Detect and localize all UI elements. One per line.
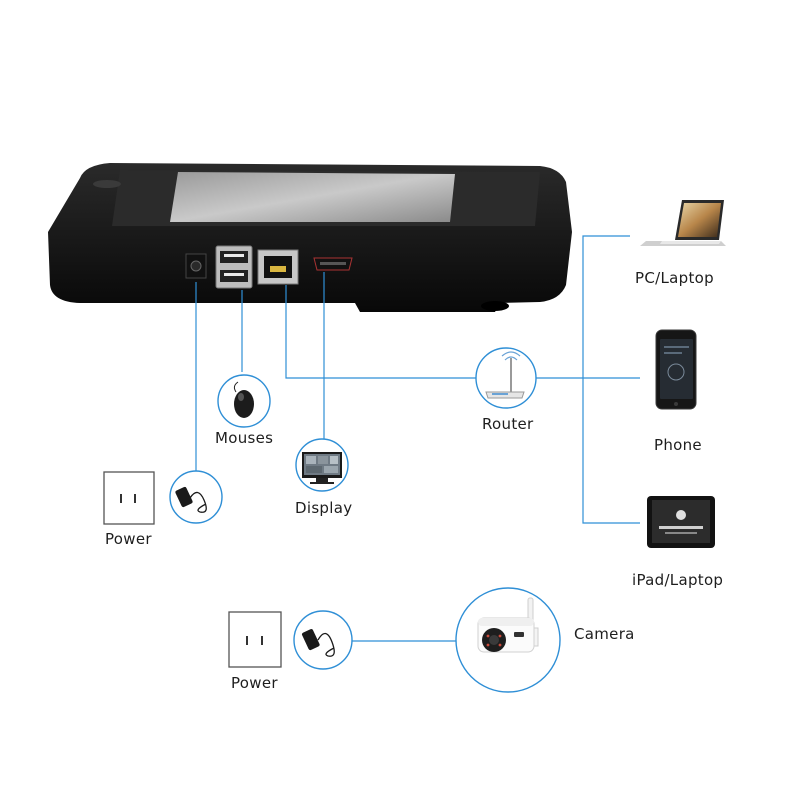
power-adapter-icon xyxy=(169,470,223,524)
display-label: Display xyxy=(295,499,353,517)
usb-ports[interactable] xyxy=(215,245,253,289)
phone-label: Phone xyxy=(654,436,702,454)
monitor-icon xyxy=(295,438,349,492)
phone-icon xyxy=(655,329,697,410)
router-icon xyxy=(475,347,537,409)
nvr-device xyxy=(48,163,572,312)
connection-lines xyxy=(195,235,640,642)
laptop-icon xyxy=(640,200,726,246)
ethernet-to-router-line xyxy=(285,285,476,379)
ipad-laptop-label: iPad/Laptop xyxy=(632,571,724,589)
pc-laptop-label: PC/Laptop xyxy=(635,269,714,287)
power-label-left: Power xyxy=(105,530,152,548)
mouses-label: Mouses xyxy=(215,429,274,447)
power-adapter-icon-bottom xyxy=(293,610,353,670)
tablet-icon xyxy=(647,496,715,548)
router-label: Router xyxy=(482,415,534,433)
wall-socket-icon xyxy=(103,471,155,525)
camera-label: Camera xyxy=(574,625,635,643)
wall-socket-icon-bottom xyxy=(228,611,282,668)
power-label-bottom: Power xyxy=(231,674,278,692)
network-bus-line xyxy=(582,235,640,524)
mouse-icon xyxy=(217,374,271,428)
camera-icon xyxy=(455,587,561,693)
dc-power-jack[interactable] xyxy=(185,253,207,279)
screen xyxy=(170,172,455,222)
hdmi-port[interactable] xyxy=(313,257,353,271)
ethernet-port[interactable] xyxy=(257,249,299,285)
